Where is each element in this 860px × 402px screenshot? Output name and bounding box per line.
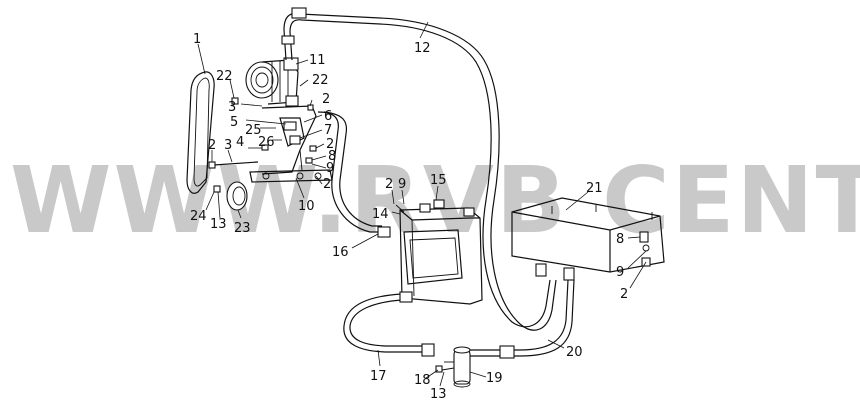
label-13: 13	[430, 387, 447, 402]
hose-17	[343, 291, 435, 357]
label-21: 21	[586, 181, 603, 196]
label-2: 2	[620, 287, 628, 302]
label-16: 16	[332, 245, 349, 260]
label-18: 18	[414, 373, 431, 388]
label-22: 22	[312, 73, 329, 88]
label-22: 22	[216, 69, 233, 84]
label-12: 12	[414, 41, 431, 56]
hose-12	[281, 7, 557, 331]
evaporator-unit	[395, 199, 483, 305]
label-17: 17	[370, 369, 387, 384]
label-2: 2	[323, 177, 331, 192]
label-9: 9	[616, 265, 624, 280]
label-7: 7	[324, 123, 332, 138]
leader-lines	[197, 21, 647, 387]
label-11: 11	[309, 53, 326, 68]
label-8: 8	[328, 149, 336, 164]
label-3: 3	[224, 138, 232, 153]
drive-belt	[186, 71, 215, 194]
compressor	[245, 57, 299, 107]
label-23: 23	[234, 221, 251, 236]
label-20: 20	[566, 345, 583, 360]
label-25: 25	[245, 123, 262, 138]
mounting-bracket	[249, 105, 333, 183]
label-19: 19	[486, 371, 503, 386]
label-2: 2	[208, 138, 216, 153]
label-2: 2	[326, 137, 334, 152]
label-15: 15	[430, 173, 447, 188]
label-24: 24	[190, 209, 207, 224]
label-4: 4	[236, 135, 244, 150]
label-3: 3	[228, 100, 236, 115]
small-bolts	[213, 97, 317, 193]
label-9: 9	[326, 161, 334, 176]
label-2: 2	[322, 92, 330, 107]
label-26: 26	[258, 135, 275, 150]
label-2: 2	[385, 177, 393, 192]
hose-16	[317, 111, 391, 238]
label-6: 6	[324, 109, 332, 124]
label-9: 9	[398, 177, 406, 192]
part-labels: 1 22 3 5 25 4 26 2 3 11 22 2 6 7 2 8 9 2…	[190, 32, 628, 402]
receiver-drier	[435, 346, 471, 388]
label-14: 14	[372, 207, 389, 222]
label-10: 10	[298, 199, 315, 214]
label-5: 5	[230, 115, 238, 130]
pulley	[226, 181, 248, 211]
label-13: 13	[210, 217, 227, 232]
label-8: 8	[616, 232, 624, 247]
label-1: 1	[193, 32, 201, 47]
hose-20	[470, 279, 575, 359]
